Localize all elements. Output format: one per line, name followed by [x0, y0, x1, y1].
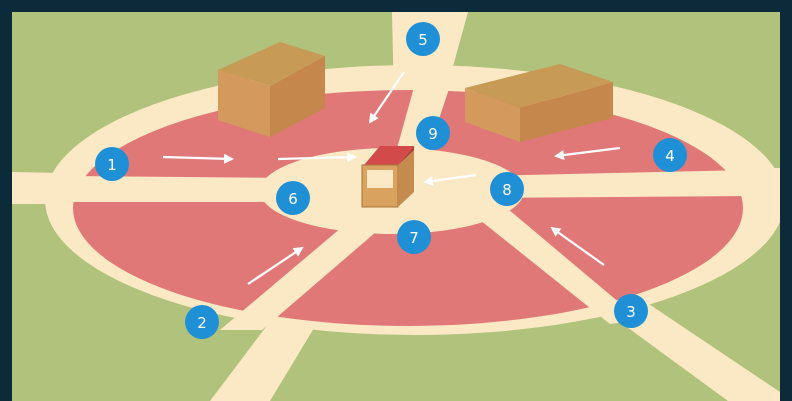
radial-paths — [70, 80, 750, 330]
marker-5[interactable]: 5 — [406, 22, 440, 56]
marker-label: 3 — [626, 303, 636, 321]
radial-east — [478, 170, 750, 198]
radial-north — [396, 80, 452, 152]
building-icon — [218, 42, 325, 86]
building-right — [465, 64, 613, 142]
marker-2[interactable]: 2 — [185, 305, 219, 339]
arrow-icon — [247, 246, 304, 285]
marker-label: 6 — [288, 190, 298, 208]
flow-arrows — [162, 71, 621, 285]
marker-label: 1 — [107, 156, 117, 174]
marker-label: 5 — [418, 31, 428, 49]
arrow-icon — [550, 226, 605, 266]
building-left — [218, 42, 325, 137]
kiosk-icon — [361, 146, 414, 208]
radial-southwest — [220, 222, 376, 330]
arrow-icon — [554, 146, 621, 160]
arrow-icon — [368, 71, 405, 124]
arrow-icon — [423, 173, 477, 186]
marker-label: 9 — [428, 125, 438, 143]
marker-label: 8 — [502, 181, 512, 199]
arrow-icon — [162, 153, 234, 164]
marker-7[interactable]: 7 — [397, 220, 431, 254]
marker-9[interactable]: 9 — [416, 116, 450, 150]
marker-1[interactable]: 1 — [95, 147, 129, 181]
marker-label: 4 — [665, 147, 675, 165]
building-icon — [465, 64, 613, 108]
radial-west — [70, 176, 300, 202]
radial-southeast — [470, 204, 640, 324]
arrow-icon — [277, 152, 357, 163]
marker-label: 7 — [409, 229, 419, 247]
marker-3[interactable]: 3 — [614, 294, 648, 328]
markers: 1 2 3 4 5 6 7 8 — [95, 22, 687, 339]
marker-label: 2 — [197, 314, 207, 332]
marker-6[interactable]: 6 — [276, 181, 310, 215]
marker-4[interactable]: 4 — [653, 138, 687, 172]
marker-8[interactable]: 8 — [490, 172, 524, 206]
